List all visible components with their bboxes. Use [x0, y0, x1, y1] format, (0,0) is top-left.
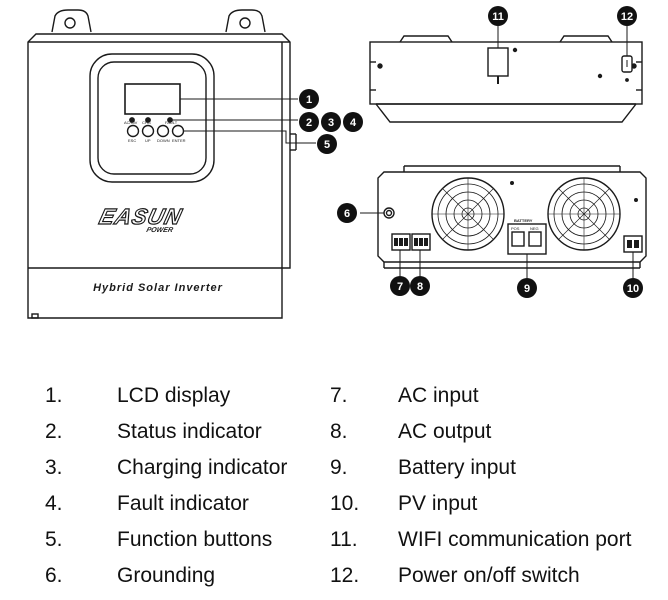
svg-text:4: 4 [350, 117, 357, 129]
pv-input-terminal [623, 235, 643, 253]
legend-label-2: Status indicator [117, 420, 262, 443]
callout-10: 10 [623, 278, 643, 298]
legend-label-6: Grounding [117, 564, 216, 587]
legend-num-10: 10. [330, 492, 360, 515]
bottom-view [360, 165, 647, 278]
mount-tab-left [51, 9, 92, 33]
legend-label-5: Function buttons [117, 528, 273, 551]
status-led [129, 117, 135, 123]
legend-label-11: WIFI communication port [398, 528, 632, 551]
legend-num-1: 1. [45, 384, 63, 407]
callout-5: 5 [317, 134, 337, 154]
callout-2: 2 [299, 112, 319, 132]
front-labels: AC/INV CHG FAULT ESC UP DOWN ENTER EASUN… [93, 120, 223, 294]
svg-text:11: 11 [492, 11, 504, 23]
legend-num-2: 2. [45, 420, 63, 443]
button-label-up: UP [145, 138, 151, 143]
svg-text:9: 9 [524, 283, 530, 295]
button-down [156, 124, 170, 138]
button-label-down: DOWN [157, 138, 170, 143]
callouts: 1 2 3 4 5 6 7 8 9 10 11 12 [299, 6, 643, 298]
legend-label-7: AC input [398, 384, 479, 407]
svg-text:10: 10 [627, 283, 639, 295]
battery-plus-label: POS [511, 226, 520, 231]
callout-9: 9 [517, 278, 537, 298]
led-label-3: FAULT [165, 120, 178, 125]
front-view [27, 9, 316, 319]
grounding-screw [383, 207, 395, 219]
legend: 1. LCD display 2. Status indicator 3. Ch… [0, 380, 668, 595]
svg-text:12: 12 [621, 11, 633, 23]
bottom-labels: BATTERY POS NEG [511, 218, 539, 231]
legend-num-12: 12. [330, 564, 360, 587]
legend-label-1: LCD display [117, 384, 231, 407]
mount-hole-left [64, 17, 76, 29]
legend-num-6: 6. [45, 564, 63, 587]
display-bezel-inner [97, 61, 207, 175]
legend-num-5: 5. [45, 528, 63, 551]
svg-text:EASUN: EASUN [97, 204, 185, 229]
button-up [141, 124, 155, 138]
led-label-1: AC/INV [124, 120, 138, 125]
callout-3: 3 [321, 112, 341, 132]
legend-label-3: Charging indicator [117, 456, 288, 479]
svg-text:6: 6 [344, 208, 350, 220]
display-bezel-outer [89, 53, 215, 183]
callout-6: 6 [337, 203, 357, 223]
mount-tab-right [225, 9, 266, 33]
mount-hole-right [239, 17, 251, 29]
button-label-esc: ESC [128, 138, 136, 143]
svg-text:7: 7 [397, 281, 403, 293]
button-enter [171, 124, 185, 138]
battery-label: BATTERY [514, 218, 533, 223]
callout-12: 12 [617, 6, 637, 26]
inverter-diagram: AC/INV CHG FAULT ESC UP DOWN ENTER EASUN… [27, 6, 647, 319]
callout-11: 11 [488, 6, 508, 26]
svg-text:3: 3 [328, 117, 334, 129]
battery-terminal-pos [511, 231, 525, 247]
led-label-2: CHG [142, 120, 151, 125]
legend-label-4: Fault indicator [117, 492, 249, 515]
button-label-enter: ENTER [172, 138, 186, 143]
battery-terminal-neg [528, 231, 542, 247]
svg-text:POWER: POWER [146, 226, 175, 234]
fan-left [431, 177, 505, 251]
callout-8: 8 [410, 276, 430, 296]
button-esc [126, 124, 140, 138]
legend-label-8: AC output [398, 420, 492, 443]
brand-logo: EASUN POWER [96, 204, 185, 234]
svg-text:8: 8 [417, 281, 423, 293]
battery-minus-label: NEG [530, 226, 539, 231]
svg-text:2: 2 [306, 117, 312, 129]
lcd-screen [124, 83, 181, 115]
legend-num-3: 3. [45, 456, 63, 479]
legend-num-4: 4. [45, 492, 63, 515]
hybrid-solar-inverter-label: Hybrid Solar Inverter [93, 282, 223, 294]
callout-4: 4 [343, 112, 363, 132]
legend-label-12: Power on/off switch [398, 564, 580, 587]
wifi-port [487, 47, 509, 77]
callout-7: 7 [390, 276, 410, 296]
legend-num-8: 8. [330, 420, 348, 443]
fan-right [547, 177, 621, 251]
svg-text:5: 5 [324, 139, 330, 151]
legend-num-9: 9. [330, 456, 348, 479]
legend-label-9: Battery input [398, 456, 516, 479]
top-view [369, 24, 643, 123]
legend-num-7: 7. [330, 384, 348, 407]
inverter-body [27, 33, 291, 319]
callout-1: 1 [299, 89, 319, 109]
svg-text:1: 1 [306, 94, 312, 106]
legend-num-11: 11. [330, 528, 358, 551]
charging-led [145, 117, 151, 123]
legend-label-10: PV input [398, 492, 478, 515]
